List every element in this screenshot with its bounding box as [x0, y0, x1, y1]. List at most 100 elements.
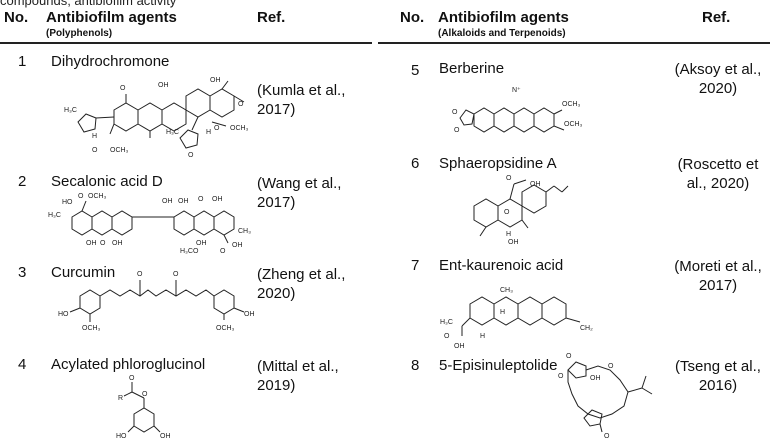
svg-text:OH: OH	[530, 181, 541, 188]
svg-text:O: O	[142, 391, 148, 398]
row-number: 7	[411, 257, 420, 274]
svg-text:OH: OH	[86, 240, 97, 247]
svg-text:O: O	[220, 248, 226, 255]
svg-text:H: H	[506, 231, 511, 238]
svg-text:O: O	[504, 209, 510, 216]
row-number: 2	[18, 173, 27, 190]
reference: (Tseng et al., 2016)	[675, 358, 761, 394]
reference: (Mittal et al., 2019)	[257, 358, 339, 394]
svg-text:H: H	[92, 133, 97, 140]
compound-name: Secalonic acid D	[51, 173, 163, 190]
svg-text:OH: OH	[210, 77, 221, 84]
header-agents-subtitle: (Polyphenols)	[46, 28, 113, 39]
svg-text:OH: OH	[112, 240, 123, 247]
header-agents: Antibiofilm agents	[438, 9, 569, 26]
svg-text:R: R	[118, 395, 123, 402]
row-number: 3	[18, 264, 27, 281]
svg-text:OCH₃: OCH₃	[88, 193, 107, 200]
compound-name: Berberine	[439, 60, 505, 77]
svg-text:OCH₃: OCH₃	[82, 325, 101, 332]
acylated-phloroglucinol-structure-icon: O R O HO OH	[116, 375, 171, 439]
svg-text:O: O	[444, 333, 450, 340]
svg-text:H₃C: H₃C	[64, 107, 77, 114]
reference: (Wang et al., 2017)	[257, 175, 342, 211]
svg-text:HO: HO	[62, 199, 73, 206]
svg-text:O: O	[92, 147, 98, 154]
row-number: 6	[411, 155, 420, 172]
row-number: 8	[411, 357, 420, 374]
svg-text:O: O	[188, 152, 194, 159]
svg-text:OCH₃: OCH₃	[562, 101, 581, 108]
header-ref: Ref.	[257, 9, 286, 26]
svg-text:H₃CO: H₃CO	[180, 248, 199, 255]
svg-text:OH: OH	[232, 242, 243, 249]
svg-text:OH: OH	[178, 198, 189, 205]
secalonic-acid-d-structure-icon: H₃C HO O OCH₃ OH OH O OH OH O OH OH H₃CO…	[48, 193, 251, 255]
svg-text:OCH₃: OCH₃	[564, 121, 583, 128]
dihydrochromone-structure-icon: H₃C OH OH O O H O OCH₃ O OCH₃ H₃C H O	[64, 77, 249, 159]
svg-text:OCH₃: OCH₃	[216, 325, 235, 332]
compound-name: Acylated phloroglucinol	[51, 356, 206, 373]
svg-text:H₃C: H₃C	[166, 129, 179, 136]
svg-text:H: H	[480, 333, 485, 340]
polyphenols-table: No. Antibiofilm agents (Polyphenols) Ref…	[0, 0, 372, 439]
row-number: 1	[18, 53, 27, 70]
svg-text:CH₃: CH₃	[238, 228, 251, 235]
svg-text:O: O	[604, 433, 610, 439]
reference: (Moreti et al., 2017)	[674, 258, 762, 294]
svg-text:O: O	[100, 240, 106, 247]
compound-name: 5-Episinuleptolide	[439, 357, 558, 374]
svg-text:O: O	[238, 101, 244, 108]
svg-text:O: O	[129, 375, 135, 382]
compound-name: Curcumin	[51, 264, 116, 281]
svg-text:CH₃: CH₃	[500, 287, 513, 294]
svg-text:OH: OH	[160, 433, 171, 439]
curcumin-structure-icon: O O HO OCH₃ OH OCH₃	[58, 271, 255, 332]
berberine-structure-icon: N⁺ OCH₃ OCH₃ O O	[452, 87, 583, 134]
svg-text:O: O	[454, 127, 460, 134]
reference: (Kumla et al., 2017)	[257, 82, 346, 118]
caption: compounds; antibiofilm activity	[0, 0, 177, 8]
svg-text:O: O	[198, 196, 204, 203]
compound-name: Ent-kaurenoic acid	[439, 257, 564, 274]
svg-text:O: O	[78, 193, 84, 200]
svg-text:O: O	[137, 271, 143, 278]
compound-name: Sphaeropsidine A	[439, 155, 557, 172]
svg-text:O: O	[566, 353, 572, 360]
header-no: No.	[400, 9, 425, 26]
reference: (Zheng et al., 2020)	[257, 266, 346, 302]
svg-text:H: H	[206, 129, 211, 136]
header-divider	[378, 42, 770, 44]
svg-text:OH: OH	[162, 198, 173, 205]
svg-text:O: O	[558, 373, 564, 380]
svg-text:OH: OH	[454, 343, 465, 350]
reference: (Aksoy et al., 2020)	[674, 61, 762, 97]
svg-text:N⁺: N⁺	[512, 87, 521, 94]
svg-text:O: O	[452, 109, 458, 116]
svg-text:CH₂: CH₂	[580, 325, 593, 332]
header-ref: Ref.	[702, 9, 731, 26]
svg-text:HO: HO	[116, 433, 127, 439]
svg-text:OH: OH	[212, 196, 223, 203]
header-no: No.	[4, 9, 29, 26]
svg-text:H₃C: H₃C	[48, 212, 61, 219]
svg-text:HO: HO	[58, 311, 69, 318]
ent-kaurenoic-acid-structure-icon: CH₃ H H H₃C O OH CH₂	[440, 287, 593, 350]
5-episinuleptolide-structure-icon: O O OH O O	[558, 353, 666, 439]
header-divider	[0, 42, 372, 44]
header-agents-subtitle: (Alkaloids and Terpenoids)	[438, 28, 566, 39]
svg-text:OH: OH	[158, 82, 169, 89]
svg-text:OH: OH	[508, 239, 519, 246]
svg-text:H₃C: H₃C	[440, 319, 453, 326]
reference: (Roscetto et al., 2020)	[677, 156, 759, 192]
row-number: 5	[411, 62, 420, 79]
svg-text:O: O	[120, 85, 126, 92]
svg-text:OH: OH	[590, 375, 601, 382]
header-agents: Antibiofilm agents	[46, 9, 177, 26]
svg-text:O: O	[608, 363, 614, 370]
svg-text:O: O	[506, 175, 512, 182]
svg-text:OCH₃: OCH₃	[110, 147, 129, 154]
alkaloids-terpenoids-table: No. Antibiofilm agents (Alkaloids and Te…	[378, 0, 770, 439]
svg-text:OH: OH	[244, 311, 255, 318]
svg-text:H: H	[500, 309, 505, 316]
